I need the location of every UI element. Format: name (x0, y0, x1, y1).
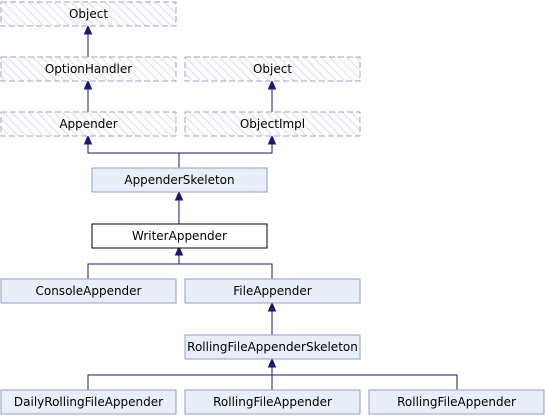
arrowhead-icon (83, 134, 93, 145)
node-object-top[interactable]: Object (0, 1, 177, 27)
node-label: FileAppender (233, 284, 312, 298)
arrowheads (83, 24, 277, 368)
node-label: AppenderSkeleton (124, 173, 234, 187)
node-daily-rolling-file-appender[interactable]: DailyRollingFileAppender (0, 389, 177, 415)
node-appender[interactable]: Appender (0, 111, 177, 137)
edge-file-writer (179, 263, 273, 279)
node-object-impl[interactable]: ObjectImpl (184, 111, 361, 137)
arrowhead-icon (83, 24, 93, 35)
node-rolling-file-appender-b[interactable]: RollingFileAppender (368, 389, 545, 415)
node-label: RollingFileAppender (213, 395, 332, 409)
arrowhead-icon (174, 190, 184, 201)
arrowhead-icon (267, 301, 277, 312)
node-label: WriterAppender (132, 229, 227, 243)
node-option-handler[interactable]: OptionHandler (0, 56, 177, 82)
edge-appenderskeleton-parents (87, 137, 180, 168)
node-rolling-file-appender-a[interactable]: RollingFileAppender (184, 389, 361, 415)
node-label: Appender (59, 117, 117, 131)
edge-daily-rollingskeleton (87, 360, 273, 390)
arrowhead-icon (267, 357, 277, 368)
node-label: RollingFileAppenderSkeleton (187, 340, 358, 354)
arrowhead-icon (267, 79, 277, 90)
node-file-appender[interactable]: FileAppender (184, 278, 361, 304)
edge-appenderskeleton-objectimpl (179, 137, 273, 154)
node-label: ObjectImpl (240, 117, 305, 131)
node-appender-skeleton[interactable]: AppenderSkeleton (91, 167, 268, 193)
node-label: DailyRollingFileAppender (14, 395, 163, 409)
arrowhead-icon (83, 79, 93, 90)
edge-console-writer (87, 248, 180, 279)
node-object-right[interactable]: Object (184, 56, 361, 82)
node-writer-appender: WriterAppender (91, 223, 268, 249)
node-console-appender[interactable]: ConsoleAppender (0, 278, 177, 304)
node-label: ConsoleAppender (35, 284, 141, 298)
node-label: Object (69, 7, 108, 21)
node-rolling-file-appender-skeleton[interactable]: RollingFileAppenderSkeleton (184, 334, 361, 360)
arrowhead-icon (174, 245, 184, 256)
arrowhead-icon (267, 134, 277, 145)
node-label: RollingFileAppender (397, 395, 516, 409)
edge-rollingb-rollingskeleton (272, 374, 458, 390)
node-label: Object (253, 62, 292, 76)
node-label: OptionHandler (45, 62, 132, 76)
